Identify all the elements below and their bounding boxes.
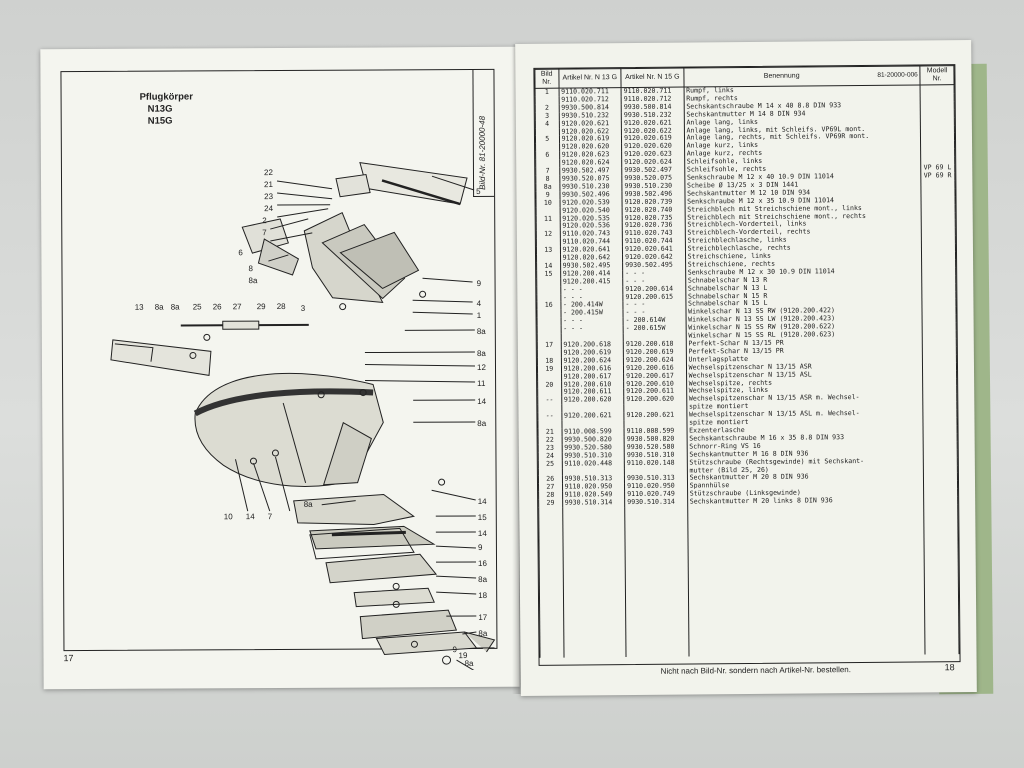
cell-bild: 1 bbox=[535, 88, 559, 97]
callout-23: 23 bbox=[264, 192, 273, 201]
callout-24: 24 bbox=[264, 204, 273, 213]
header-bild: Bild Nr. bbox=[534, 69, 559, 89]
callout-3: 3 bbox=[301, 304, 306, 313]
header-artikel-n15g: Artikel Nr. N 15 G bbox=[620, 68, 684, 88]
cell-bild: 5 bbox=[535, 135, 560, 145]
header-benennung: Benennung 81-20000-006 bbox=[683, 65, 921, 88]
callout-7: 7 bbox=[268, 512, 273, 521]
callout-2: 2 bbox=[262, 216, 267, 225]
filler-cell bbox=[624, 506, 689, 658]
callout-13: 13 bbox=[135, 303, 144, 312]
cell-modell: VP 69 R bbox=[921, 171, 955, 181]
callout-22: 22 bbox=[264, 168, 273, 177]
callout-8a: 8a bbox=[477, 327, 486, 336]
header-artikel-n13g: Artikel Nr. N 13 G bbox=[558, 68, 622, 89]
header-ref-number: 81-20000-006 bbox=[877, 71, 918, 79]
header-modell: Modell Nr. bbox=[920, 65, 955, 85]
cell-bild: 16 bbox=[536, 301, 561, 311]
callout-16: 16 bbox=[478, 559, 487, 568]
cell-bild: 4 bbox=[535, 119, 559, 129]
cell-bild: 25 bbox=[538, 459, 562, 469]
callout-26: 26 bbox=[213, 302, 222, 311]
callout-8a: 8a bbox=[155, 303, 164, 312]
callout-14: 14 bbox=[478, 529, 487, 538]
filler-cell bbox=[562, 507, 627, 658]
cell-bild bbox=[536, 309, 561, 319]
left-page: Bild-Nr. 81-20000-48 Pflugkörper N13G N1… bbox=[40, 46, 520, 690]
cell-bild bbox=[537, 317, 561, 327]
callout-27: 27 bbox=[233, 302, 242, 311]
callout-1: 1 bbox=[477, 311, 482, 320]
callout-4: 4 bbox=[477, 299, 482, 308]
callout-28: 28 bbox=[277, 302, 286, 311]
callout-7: 7 bbox=[262, 228, 267, 237]
parts-list-frame: Bild Nr. Artikel Nr. N 13 G Artikel Nr. … bbox=[533, 64, 961, 666]
parts-table: Bild Nr. Artikel Nr. N 13 G Artikel Nr. … bbox=[534, 65, 960, 658]
callout-10: 10 bbox=[224, 512, 233, 521]
cell-bild: 13 bbox=[536, 246, 561, 255]
page-number-right: 18 bbox=[944, 662, 955, 673]
table-filler-row bbox=[538, 504, 960, 658]
callout-18: 18 bbox=[478, 591, 487, 600]
callout-8: 8 bbox=[248, 264, 253, 273]
callout-29: 29 bbox=[257, 302, 266, 311]
cell-bild: 10 bbox=[536, 198, 560, 208]
cell-bild: 12 bbox=[536, 230, 560, 240]
filler-cell bbox=[687, 504, 926, 657]
cell-bild bbox=[536, 286, 561, 295]
callout-8a: 8a bbox=[249, 276, 258, 285]
cell-bild bbox=[536, 278, 561, 287]
cell-bild: -- bbox=[537, 396, 562, 406]
callout-6: 6 bbox=[238, 248, 243, 257]
filler-cell bbox=[538, 507, 564, 658]
callout-21: 21 bbox=[264, 180, 273, 189]
callout-17: 17 bbox=[478, 613, 487, 622]
header-benennung-label: Benennung bbox=[763, 72, 800, 80]
page-number-left: 17 bbox=[63, 653, 74, 664]
callout-5: 5 bbox=[476, 187, 481, 196]
filler-cell bbox=[924, 504, 960, 655]
callout-25: 25 bbox=[193, 302, 202, 311]
right-page: Bild Nr. Artikel Nr. N 13 G Artikel Nr. … bbox=[515, 40, 977, 696]
callout-8a: 8a bbox=[171, 303, 180, 312]
callout-15: 15 bbox=[478, 513, 487, 522]
callout-9: 9 bbox=[477, 279, 482, 288]
callout-14: 14 bbox=[478, 497, 487, 506]
order-note: Nicht nach Bild-Nr. sondern nach Artikel… bbox=[660, 665, 851, 676]
callout-8a: 8a bbox=[477, 349, 486, 358]
callout-14: 14 bbox=[246, 512, 255, 521]
callout-8a: 8a bbox=[478, 629, 487, 638]
callout-9: 9 bbox=[478, 543, 483, 552]
cell-bild: 11 bbox=[536, 214, 560, 224]
callout-8a: 8a bbox=[478, 575, 487, 584]
cell-bild: 19 bbox=[537, 364, 562, 374]
cell-bild: 6 bbox=[535, 151, 560, 160]
callout-14: 14 bbox=[477, 397, 486, 406]
diagram-frame: Bild-Nr. 81-20000-48 Pflugkörper N13G N1… bbox=[60, 68, 498, 673]
exploded-parts-diagram: 22 21 23 24 2 7 6 8 8a 13 8a 8a 25 26 27… bbox=[110, 161, 496, 673]
cell-bild: 17 bbox=[537, 341, 561, 350]
callout-8a: 8a bbox=[465, 659, 474, 668]
callout-19: 19 bbox=[458, 651, 467, 660]
callout-8a: 8a bbox=[304, 500, 313, 509]
cell-modell bbox=[920, 84, 955, 94]
callout-8a: 8a bbox=[477, 419, 486, 428]
cell-bild: -- bbox=[537, 412, 562, 421]
callout-12: 12 bbox=[477, 363, 486, 372]
callout-9: 9 bbox=[452, 645, 457, 654]
cell-bild: 15 bbox=[536, 270, 561, 279]
cell-bild bbox=[537, 325, 561, 334]
callout-11: 11 bbox=[477, 379, 486, 388]
cell-bild: 20 bbox=[537, 380, 562, 390]
cell-bild: 29 bbox=[538, 499, 563, 508]
